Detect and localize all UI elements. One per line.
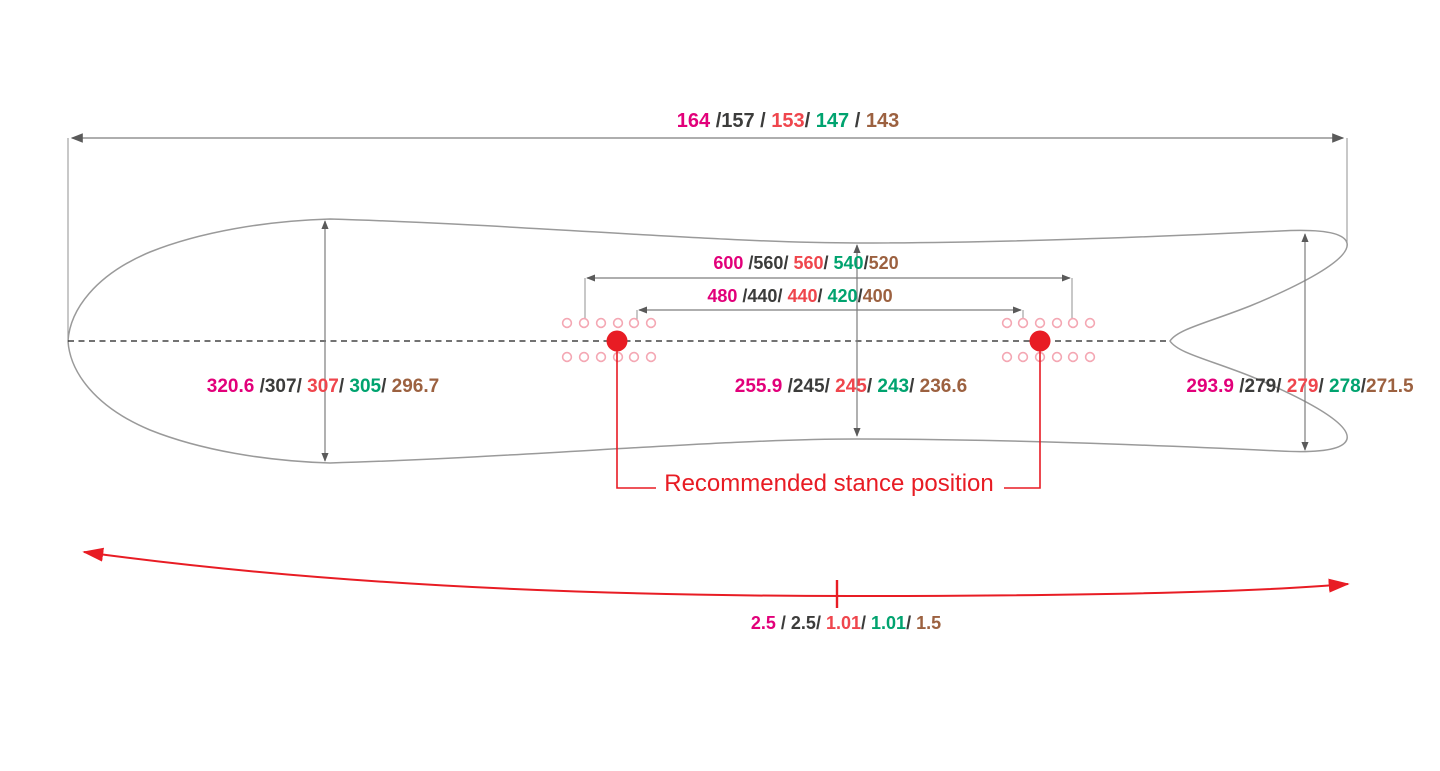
insert-hole <box>645 317 657 329</box>
dim-value-segment: 1.01 <box>871 613 907 633</box>
dim-value-segment: / <box>863 253 869 273</box>
board-outline <box>67 218 1348 464</box>
dim-value-segment: 305 <box>349 376 382 397</box>
insert-holes-right <box>1001 317 1096 363</box>
stance-marker-right <box>1029 330 1051 352</box>
stance-marker-left <box>606 330 628 352</box>
dim-value-segment: 245 <box>835 376 867 397</box>
dim-value-segment: /440/ <box>737 286 788 306</box>
dim-value-segment: / 2.5/ <box>775 613 826 633</box>
insert-hole <box>628 351 640 363</box>
dim-value-segment: / <box>804 110 816 132</box>
stance-outer-label: 600 /560/ 560/ 540/520 <box>656 254 956 273</box>
dim-value-segment: 480 <box>707 286 738 306</box>
dim-value-segment: 400 <box>862 286 893 306</box>
total-length-dimension <box>67 133 1348 339</box>
dim-value-segment: / <box>909 376 920 397</box>
insert-hole <box>578 317 590 329</box>
stance-leader-left <box>616 348 656 489</box>
dim-value-segment: 540 <box>833 253 864 273</box>
dim-value-segment: / <box>381 376 392 397</box>
dim-value-segment: 1.5 <box>916 613 942 633</box>
dim-value-segment: / <box>866 376 878 397</box>
insert-hole <box>1067 317 1079 329</box>
dim-value-segment: 520 <box>868 253 899 273</box>
insert-hole <box>645 351 657 363</box>
dim-value-segment: / <box>823 253 834 273</box>
camber-height-label: 2.5 / 2.5/ 1.01/ 1.01/ 1.5 <box>696 614 996 633</box>
stance-inner-dimension <box>636 306 1024 325</box>
stance-leader-right <box>1004 348 1041 489</box>
dim-value-segment: /307/ <box>254 376 308 397</box>
dim-value-segment: 153 <box>771 110 805 132</box>
dim-value-segment: 271.5 <box>1366 376 1414 397</box>
insert-hole <box>561 317 573 329</box>
stance-outer-dimension <box>584 274 1073 318</box>
dim-value-segment: / <box>1318 376 1330 397</box>
camber-profile <box>82 547 1350 608</box>
insert-hole <box>595 351 607 363</box>
dim-value-segment: 560 <box>793 253 824 273</box>
total-length-label: 164 /157 / 153/ 147 / 143 <box>613 111 963 132</box>
stance-note-label: Recommended stance position <box>664 470 994 497</box>
dim-value-segment: / <box>857 286 863 306</box>
dim-value-segment: /279/ <box>1233 376 1287 397</box>
insert-hole <box>628 317 640 329</box>
dim-value-segment: /157 / <box>710 110 772 132</box>
nose-width-label: 320.6 /307/ 307/ 305/ 296.7 <box>173 377 473 397</box>
insert-hole <box>612 317 624 329</box>
dim-value-segment: 320.6 <box>206 376 255 397</box>
dim-value-segment: / <box>1360 376 1367 397</box>
dim-value-segment: / <box>338 376 350 397</box>
dim-value-segment: / <box>817 286 828 306</box>
stance-inner-label: 480 /440/ 440/ 420/400 <box>650 287 950 306</box>
dim-value-segment: 278 <box>1329 376 1361 397</box>
dim-value-segment: / <box>906 613 917 633</box>
dim-value-segment: 420 <box>827 286 858 306</box>
insert-hole <box>1017 351 1029 363</box>
insert-hole <box>578 351 590 363</box>
dim-value-segment: 1.01 <box>825 613 861 633</box>
dim-value-segment: 600 <box>713 253 744 273</box>
dim-value-segment: 255.9 <box>734 376 783 397</box>
dim-value-segment: 243 <box>877 376 910 397</box>
insert-hole <box>561 351 573 363</box>
dim-value-segment: / <box>861 613 872 633</box>
insert-hole <box>595 317 607 329</box>
dim-value-segment: /560/ <box>743 253 794 273</box>
dim-value-segment: 164 <box>676 110 711 132</box>
dim-value-segment: 279 <box>1286 376 1319 397</box>
insert-hole <box>1084 351 1096 363</box>
dim-value-segment: 296.7 <box>391 376 440 397</box>
insert-hole <box>1001 317 1013 329</box>
camber-curve <box>82 547 1350 598</box>
dim-value-segment: 147 <box>815 110 850 132</box>
tail-width-label: 293.9 /279/ 279/ 278/271.5 <box>1150 377 1440 397</box>
insert-hole <box>1034 317 1046 329</box>
insert-hole <box>1084 317 1096 329</box>
waist-width-label: 255.9 /245/ 245/ 243/ 236.6 <box>701 377 1001 397</box>
dim-value-segment: 307 <box>307 376 339 397</box>
insert-hole <box>1001 351 1013 363</box>
insert-hole <box>1017 317 1029 329</box>
dim-value-segment: 293.9 <box>1186 376 1234 397</box>
dim-value-segment: 143 <box>865 110 900 132</box>
insert-hole <box>1051 351 1063 363</box>
insert-hole <box>612 351 624 363</box>
dim-value-segment: 236.6 <box>919 376 968 397</box>
dim-value-segment: 440 <box>787 286 818 306</box>
dim-value-segment: 2.5 <box>750 613 776 633</box>
dim-value-segment: / <box>849 110 866 132</box>
dim-value-segment: /245/ <box>782 376 836 397</box>
insert-hole <box>1051 317 1063 329</box>
insert-holes-left <box>561 317 657 363</box>
insert-hole <box>1067 351 1079 363</box>
